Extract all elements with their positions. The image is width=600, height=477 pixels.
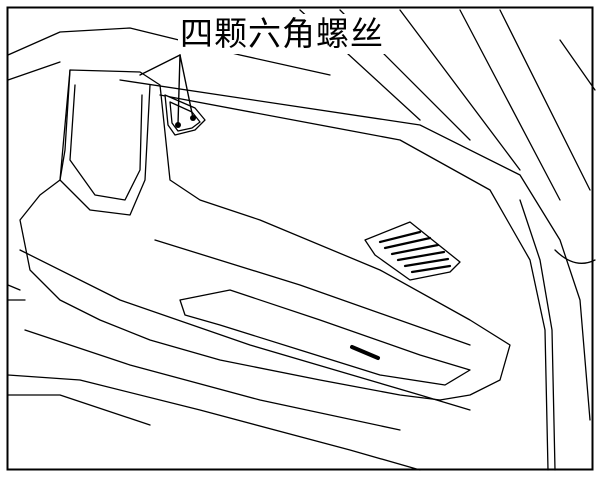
door-frame-inner — [159, 94, 549, 471]
callout-leader-3 — [139, 54, 181, 76]
door-frame-top — [119, 79, 591, 421]
window-lines — [299, 9, 591, 201]
door-frame-inner-2 — [519, 199, 556, 471]
left-edge-lines — [7, 284, 26, 301]
pull-handle-line — [154, 239, 471, 346]
lock-slot — [350, 345, 380, 360]
door-bottom-line-2 — [7, 394, 151, 426]
upper-body-line — [7, 27, 331, 76]
window-line-far — [559, 39, 596, 91]
armrest-pocket-inner — [69, 84, 143, 201]
speaker-grille-slats — [378, 230, 452, 274]
screw-head-2 — [190, 115, 196, 121]
callout-leader-1 — [177, 54, 181, 125]
armrest-pocket-outer — [59, 69, 151, 216]
screw-head-1 — [175, 122, 181, 128]
callout-leader-2 — [179, 54, 194, 119]
pull-handle-recess — [179, 289, 471, 386]
door-bottom-line — [7, 374, 421, 471]
lower-trim-line — [19, 249, 471, 411]
figure-border — [6, 6, 594, 471]
lower-trim-line-2 — [24, 329, 401, 431]
screw-callout-label: 四颗六角螺丝 — [178, 14, 386, 54]
trim-panel-outline — [19, 69, 511, 401]
upper-body-line-2 — [7, 61, 61, 81]
speaker-grille-outline — [364, 221, 461, 281]
